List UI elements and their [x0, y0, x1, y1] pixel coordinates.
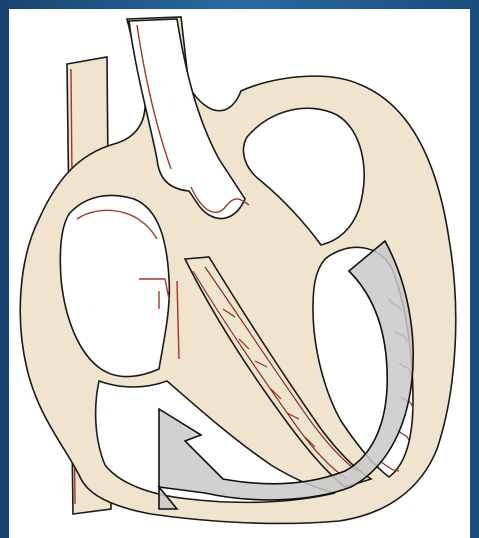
heart-diagram — [9, 9, 470, 538]
diagram-canvas — [9, 9, 470, 538]
